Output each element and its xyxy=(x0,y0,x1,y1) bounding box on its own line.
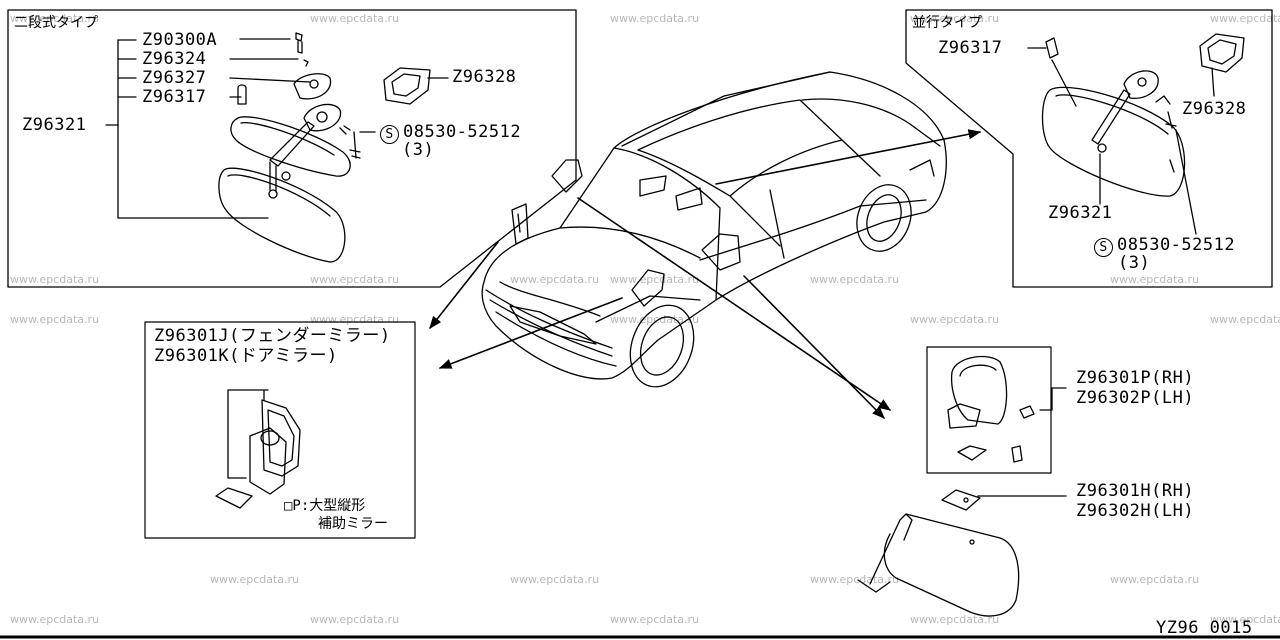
part-label: Z90300A xyxy=(142,30,218,50)
watermark: www.epcdata.ru xyxy=(610,273,700,286)
aux-mirror-note: 補助ミラー xyxy=(318,516,388,532)
watermark: www.epcdata.ru xyxy=(910,313,1000,326)
watermark: www.epcdata.ru xyxy=(1210,12,1280,25)
part-label: Z96301P(RH) xyxy=(1076,368,1195,388)
part-label: Z96321 xyxy=(22,115,87,135)
watermark: www.epcdata.ru xyxy=(10,313,100,326)
door-mirror-label: Z96301K(ドアミラー) xyxy=(154,346,338,366)
watermark: www.epcdata.ru xyxy=(1110,273,1200,286)
watermark: www.epcdata.ru xyxy=(810,273,900,286)
two-stage-leaders xyxy=(105,38,311,219)
part-label: Z96327 xyxy=(142,68,207,88)
bolt-symbol: S xyxy=(1094,238,1113,257)
watermark: www.epcdata.ru xyxy=(510,273,600,286)
fender-mirror-label: Z96301J(フェンダーミラー) xyxy=(154,326,391,346)
arrows xyxy=(429,129,982,419)
bolt-symbol: S xyxy=(380,125,399,144)
watermark: www.epcdata.ru xyxy=(10,12,100,25)
door-mirror-drawing xyxy=(857,346,1067,617)
car-drawing xyxy=(481,71,947,388)
fender-panel-frame xyxy=(144,321,416,539)
watermark: www.epcdata.ru xyxy=(610,613,700,626)
watermark: www.epcdata.ru xyxy=(1210,313,1280,326)
watermark: www.epcdata.ru xyxy=(610,313,700,326)
watermark: www.epcdata.ru xyxy=(810,573,900,586)
watermark: www.epcdata.ru xyxy=(310,613,400,626)
watermark: www.epcdata.ru xyxy=(310,273,400,286)
watermark: www.epcdata.ru xyxy=(1210,613,1280,626)
two-stage-title: 二段式タイプ xyxy=(14,15,98,31)
aux-mirror-note: □P:大型縦形 xyxy=(284,498,366,514)
part-label: Z96317 xyxy=(142,87,207,107)
watermark: www.epcdata.ru xyxy=(510,573,600,586)
diagram-code: YZ96 0015 xyxy=(1156,618,1253,638)
watermark: www.epcdata.ru xyxy=(210,573,300,586)
watermark: www.epcdata.ru xyxy=(910,12,1000,25)
part-label: Z96328 xyxy=(452,67,517,87)
two-stage-clip-drawing xyxy=(383,67,449,105)
part-label: Z96321 xyxy=(1048,203,1113,223)
parallel-mirror-drawing xyxy=(1027,37,1197,235)
quantity-label: (3) xyxy=(1118,253,1151,273)
part-label: Z96301H(RH) xyxy=(1076,481,1195,501)
part-label: 08530-52512 xyxy=(403,122,522,142)
watermark: www.epcdata.ru xyxy=(1110,573,1200,586)
watermark: www.epcdata.ru xyxy=(610,12,700,25)
part-label: Z96324 xyxy=(142,49,207,69)
part-label: Z96328 xyxy=(1182,99,1247,119)
watermark: www.epcdata.ru xyxy=(310,12,400,25)
watermark: www.epcdata.ru xyxy=(10,273,100,286)
part-label: Z96302H(LH) xyxy=(1076,501,1195,521)
parallel-title: 並行タイプ xyxy=(912,15,982,31)
two-stage-panel-frame xyxy=(7,9,577,288)
part-label: 08530-52512 xyxy=(1117,235,1236,255)
parallel-panel-frame xyxy=(905,9,1273,288)
watermark: www.epcdata.ru xyxy=(310,313,400,326)
two-stage-mirror-drawing xyxy=(218,32,376,263)
watermark: www.epcdata.ru xyxy=(10,613,100,626)
part-label: Z96317 xyxy=(938,38,1003,58)
fender-mirror-drawing xyxy=(215,389,301,509)
part-label: Z96302P(LH) xyxy=(1076,388,1195,408)
quantity-label: (3) xyxy=(402,140,435,160)
parallel-clip-drawing xyxy=(1199,33,1245,97)
watermark: www.epcdata.ru xyxy=(910,613,1000,626)
